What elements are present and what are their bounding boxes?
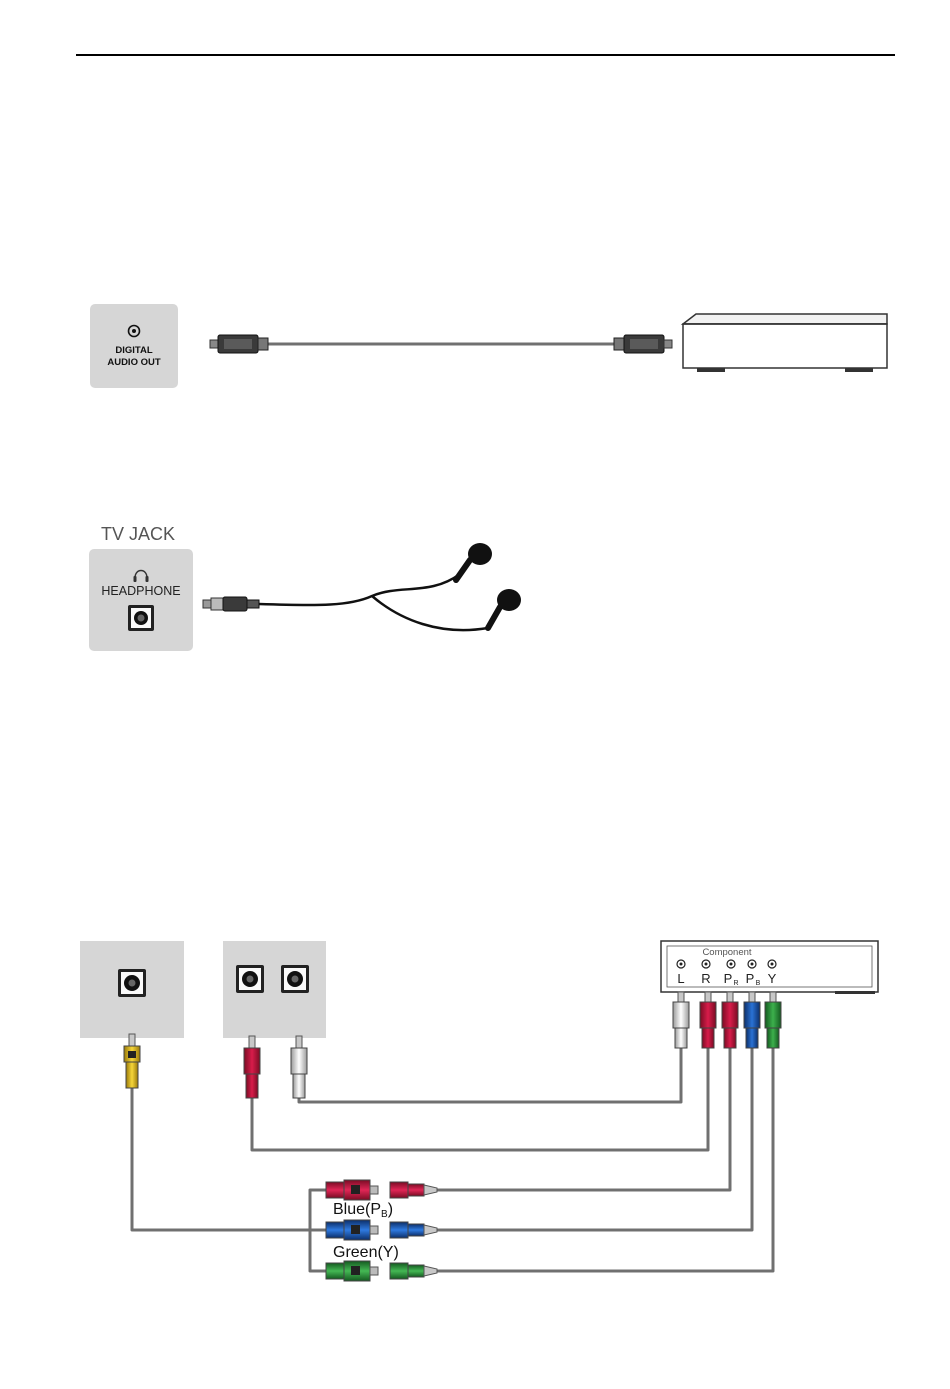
white-audio-plug-icon [291,1036,307,1098]
tv-jack-title: TV JACK [101,524,175,544]
white-l-plug-icon [673,992,689,1048]
blue-adapter-icon [326,1220,437,1240]
port-label-pb: P [746,971,755,986]
green-y-label: Green(Y) [333,1244,399,1261]
green-adapter-icon [326,1261,437,1281]
optical-plug-left-icon [210,335,268,353]
component-device-icon: Component L R P R P B Y [661,941,878,994]
audio-receiver-icon [683,314,887,372]
port-label-pb-sub: B [756,980,761,987]
component-plugs [673,992,781,1048]
headphone-jack-icon [128,605,154,631]
port-label-y: Y [768,971,777,986]
port-label-r: R [701,971,710,986]
blue-pb-plug-icon [744,992,760,1048]
audio-out-label: AUDIO OUT [107,357,161,368]
optical-cable [210,335,672,353]
headphone-label: HEADPHONE [101,584,180,598]
video-jack-icon [118,969,146,997]
component-cables [132,1048,773,1271]
blue-pb-label: Blue(PB) [333,1201,393,1220]
port-label-pr-sub: R [733,980,738,987]
audio-jack-left-icon [236,965,264,993]
yellow-video-plug-icon [124,1034,140,1088]
audio-jack-right-icon [281,965,309,993]
av-video-panel [80,941,184,1038]
port-label-l: L [677,971,684,986]
red-audio-plug-icon [244,1036,260,1098]
headphone-panel: HEADPHONE [89,549,193,651]
green-y-plug-icon [765,992,781,1048]
optical-plug-right-icon [614,335,672,353]
port-label-pr: P [724,971,733,986]
digital-audio-panel: DIGITAL AUDIO OUT [90,304,178,388]
red-pr-plug-icon [722,992,738,1048]
digital-label: DIGITAL [115,345,152,356]
earphones-icon [203,543,521,630]
red-r-plug-icon [700,992,716,1048]
component-title: Component [702,947,751,958]
av-audio-panel [223,941,326,1038]
red-adapter-icon [326,1180,437,1200]
